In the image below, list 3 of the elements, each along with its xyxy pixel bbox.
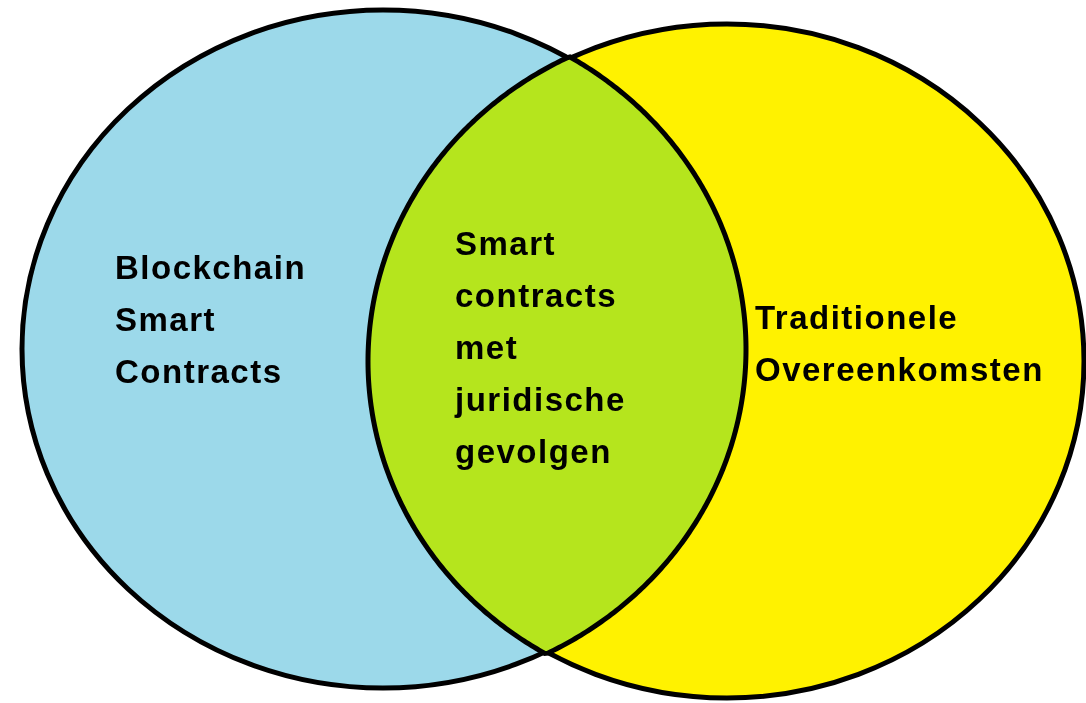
set-label: Blockchain Smart Contracts bbox=[115, 248, 308, 392]
set-label: Traditionele Overeenkomsten bbox=[755, 298, 1045, 390]
set-label: Smart contracts met juridische gevolgen bbox=[455, 224, 627, 472]
